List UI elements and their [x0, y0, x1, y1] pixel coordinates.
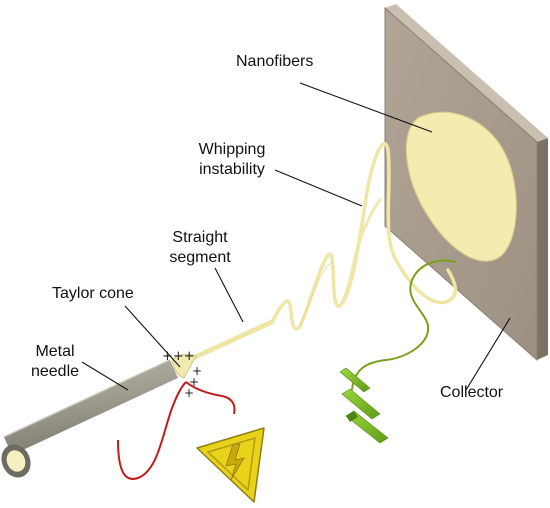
green-wire [351, 259, 457, 391]
label-metal-line2: needle [30, 363, 80, 380]
label-metal-line1: Metal [35, 343, 75, 360]
taylor-cone [171, 353, 197, 379]
ground-symbol-icon [339, 367, 389, 444]
high-voltage-warning-icon [196, 427, 265, 503]
label-straight-line2: segment [169, 249, 231, 266]
label-whipping-line2: instability [199, 161, 265, 178]
straight-segment-jet [190, 319, 275, 361]
nanofibers-pointer [299, 82, 433, 133]
taylor-cone-pointer [124, 305, 181, 368]
label-whipping-instability: Whipping instability [186, 140, 278, 180]
straight-pointer [214, 267, 244, 323]
pointer-lines [81, 82, 511, 391]
metal-needle [1, 359, 178, 478]
charges-side-2: + [189, 375, 199, 389]
label-whipping-line1: Whipping [198, 141, 266, 158]
label-metal-needle: Metal needle [20, 342, 90, 382]
label-straight-line1: Straight [172, 229, 228, 246]
label-nanofibers: Nanofibers [236, 53, 314, 70]
lightning-bolt [225, 443, 245, 481]
label-taylor-cone: Taylor cone [52, 285, 134, 302]
charges-side-1: + [192, 364, 202, 378]
nanofiber-deposit [405, 111, 517, 262]
label-collector: Collector [440, 384, 504, 401]
metal-needle-pointer [81, 361, 129, 391]
charges-top: +++ [162, 349, 195, 364]
red-wire-source [185, 381, 236, 415]
whipping-pointer [274, 169, 363, 207]
collector-pointer [465, 317, 511, 391]
red-wire [117, 381, 187, 480]
label-straight-segment: Straight segment [158, 228, 242, 268]
charges-side-3: + [184, 386, 194, 400]
